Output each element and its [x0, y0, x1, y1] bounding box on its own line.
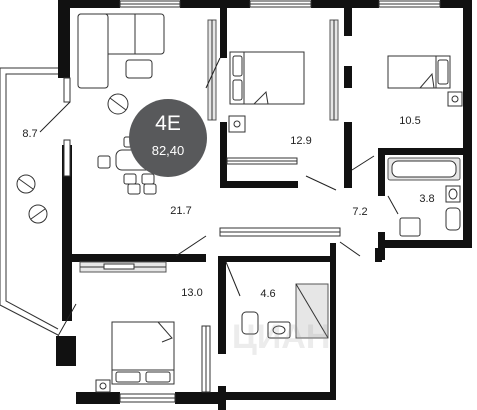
- walls: [56, 0, 472, 410]
- ottoman-icon: [125, 59, 153, 79]
- apartment-total-area: 82,40: [151, 143, 185, 158]
- hallway-area-label: 7.2: [352, 206, 368, 218]
- bathroom-right-area-label: 3.8: [419, 193, 435, 205]
- bedroom-top-furniture: [226, 19, 339, 191]
- bedroom-bottom-furniture: [57, 261, 211, 393]
- bedroom-right-area-label: 10.5: [399, 115, 421, 127]
- bedroom-right-furniture: [351, 55, 463, 171]
- washing-machine-icon: [399, 217, 421, 237]
- apartment-badge: 4E 82,40: [129, 99, 207, 177]
- bedroom-top-area-label: 12.9: [290, 135, 312, 147]
- windows: [63, 0, 441, 403]
- hallway: [175, 227, 361, 257]
- watermark: ЦИАН: [232, 318, 331, 356]
- bathroom-right-fixtures: [387, 157, 461, 237]
- balcony: [0, 67, 71, 336]
- toilet-icon: [445, 207, 461, 231]
- bedroom-bottom-area-label: 13.0: [181, 287, 203, 299]
- bathroom-bottom-area-label: 4.6: [260, 288, 276, 300]
- balcony-area-label: 8.7: [22, 128, 38, 140]
- apartment-code: 4E: [155, 112, 181, 135]
- living-kitchen-area-label: 21.7: [170, 205, 192, 217]
- toilet-icon: [241, 311, 259, 335]
- bathroom-bottom-fixtures: [225, 261, 329, 339]
